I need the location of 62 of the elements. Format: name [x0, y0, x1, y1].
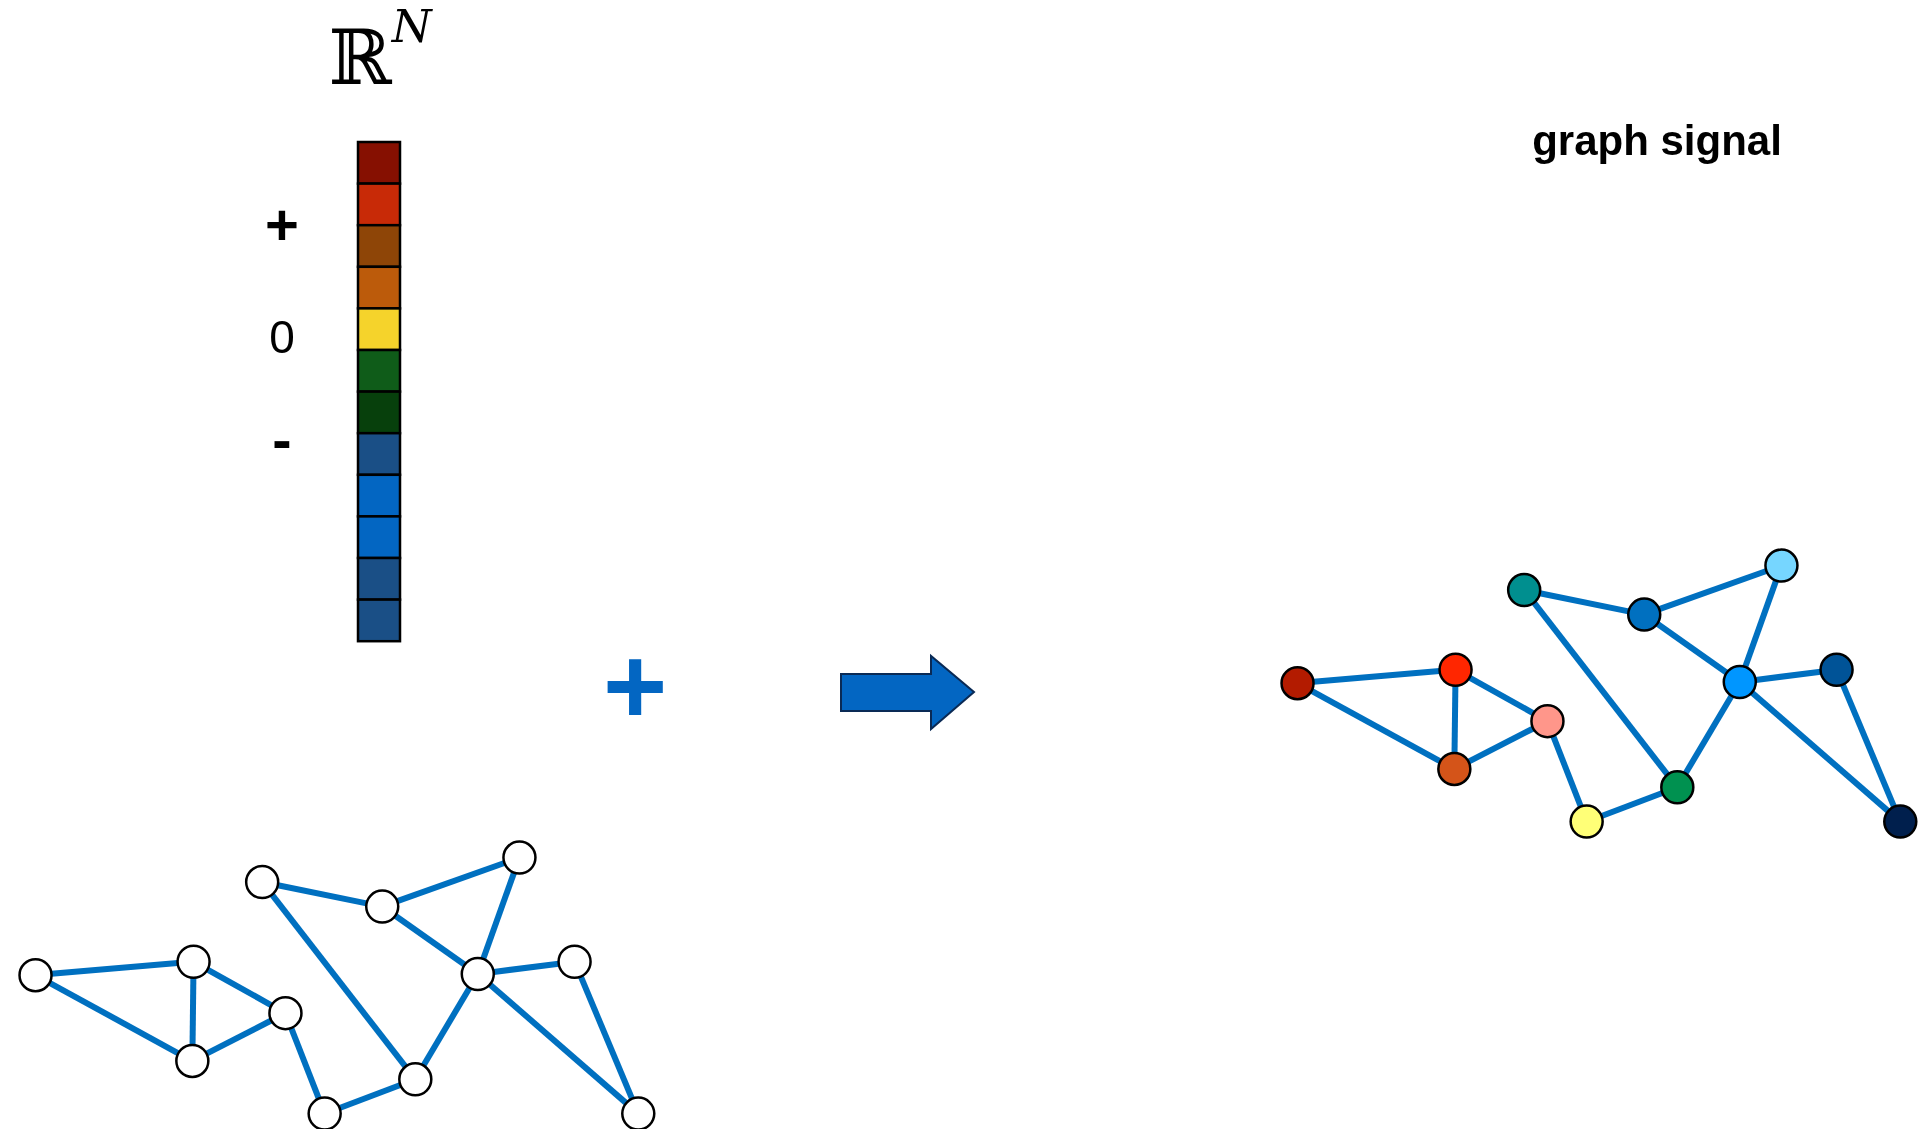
graph-node: [175, 1043, 210, 1079]
graph-signal-label: graph signal: [1532, 120, 1782, 162]
graph-edge: [393, 913, 467, 968]
minus-sign: -: [272, 411, 292, 469]
graph-edge: [1840, 683, 1897, 808]
graph-edge: [578, 975, 635, 1100]
graph-node: [1438, 652, 1473, 687]
plus-sign: +: [265, 196, 299, 254]
graph-edge: [48, 980, 180, 1056]
graph-node: [18, 957, 53, 993]
graph-node: [1569, 804, 1604, 839]
graph-edge: [205, 1017, 273, 1057]
graph-node: [1506, 572, 1542, 608]
graph-edge: [1658, 568, 1768, 612]
graph-edge: [1682, 694, 1735, 776]
graph-edge: [396, 860, 506, 904]
graph-edge: [1600, 790, 1664, 819]
graph-edge: [1531, 600, 1670, 777]
graph-edge: [269, 892, 408, 1069]
graph-edge: [338, 1082, 402, 1111]
graph-edge: [493, 960, 560, 975]
graph-edge: [1468, 674, 1535, 716]
graph-edge: [1467, 725, 1535, 765]
graph-edge: [1539, 590, 1630, 615]
vector-space-label: ℝ$^{N}$: [328, 4, 432, 96]
graph-node: [1280, 665, 1315, 701]
graph-node: [557, 944, 592, 979]
graph-edge: [480, 871, 517, 960]
graph-node: [460, 956, 496, 992]
graph-edge: [487, 982, 629, 1106]
graph-edge: [420, 986, 473, 1068]
graph-edge: [1742, 579, 1779, 668]
graph-edge: [1313, 668, 1440, 685]
graph-edge: [288, 1026, 322, 1100]
graph-edge: [1451, 685, 1459, 753]
graph-node: [1627, 597, 1662, 632]
graph-node: [621, 1096, 656, 1129]
graph-node: [398, 1062, 433, 1097]
graph-node: [1722, 664, 1758, 700]
graph-edge: [277, 882, 368, 907]
graph-edge: [1655, 621, 1729, 676]
graph-edge: [1550, 734, 1584, 808]
graph-node: [502, 840, 537, 875]
graph-node: [1660, 770, 1695, 805]
graph-edge: [1310, 688, 1442, 764]
graph-edge: [189, 977, 197, 1045]
graph-node: [176, 944, 211, 979]
graph-edge: [206, 966, 273, 1008]
graph-edge: [51, 960, 178, 977]
graph-node: [244, 864, 280, 900]
graph-node: [307, 1096, 342, 1129]
graph-node: [268, 995, 303, 1031]
graph-node: [365, 889, 400, 924]
graph-node: [1530, 703, 1565, 739]
graph-edge: [1755, 668, 1822, 683]
graph-node: [1764, 548, 1799, 583]
zero-label: 0: [269, 314, 295, 360]
plus-sign: +: [602, 631, 668, 741]
graph-node: [1819, 652, 1854, 687]
graph-node: [1437, 751, 1472, 787]
graph-edge: [1749, 690, 1891, 814]
graph-node: [1883, 804, 1918, 839]
